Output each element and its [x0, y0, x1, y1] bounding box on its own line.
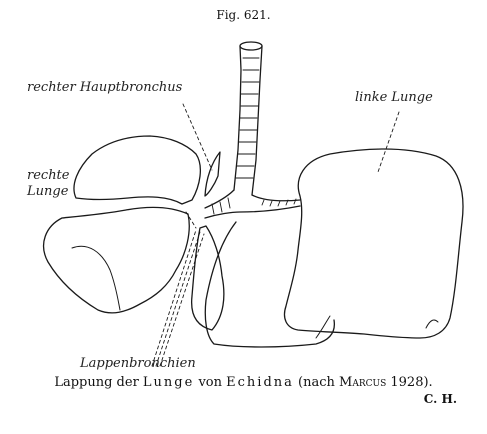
caption-part4: Echidna — [226, 375, 294, 390]
left-lung — [285, 149, 463, 338]
caption-part3: von — [194, 375, 226, 390]
label-left-lung: linke Lunge — [355, 90, 433, 105]
label-right-lung-line1: rechte — [27, 168, 69, 183]
caption-part1: Lappung der — [54, 375, 143, 390]
right-lung-upper-lobe — [74, 136, 200, 204]
caption-part5: (nach — [294, 375, 339, 390]
trachea — [234, 42, 262, 195]
label-lobe-bronchi: Lappenbronchien — [80, 356, 196, 371]
figure-caption: Lappung der Lunge von Echidna (nach Marc… — [0, 375, 487, 390]
right-lung-lower-lobe — [44, 207, 190, 313]
caption-part6: Marcus — [339, 375, 386, 390]
right-lung-middle-lobe — [192, 226, 224, 330]
inferior-bronchus-hook — [205, 222, 334, 347]
figure-author: C. H. — [424, 392, 457, 406]
caption-part7: 1928). — [386, 375, 432, 390]
label-right-main-bronchus: rechter Hauptbronchus — [27, 80, 182, 95]
label-right-lung-line2: Lunge — [27, 184, 68, 199]
caption-part2: Lunge — [143, 375, 194, 390]
